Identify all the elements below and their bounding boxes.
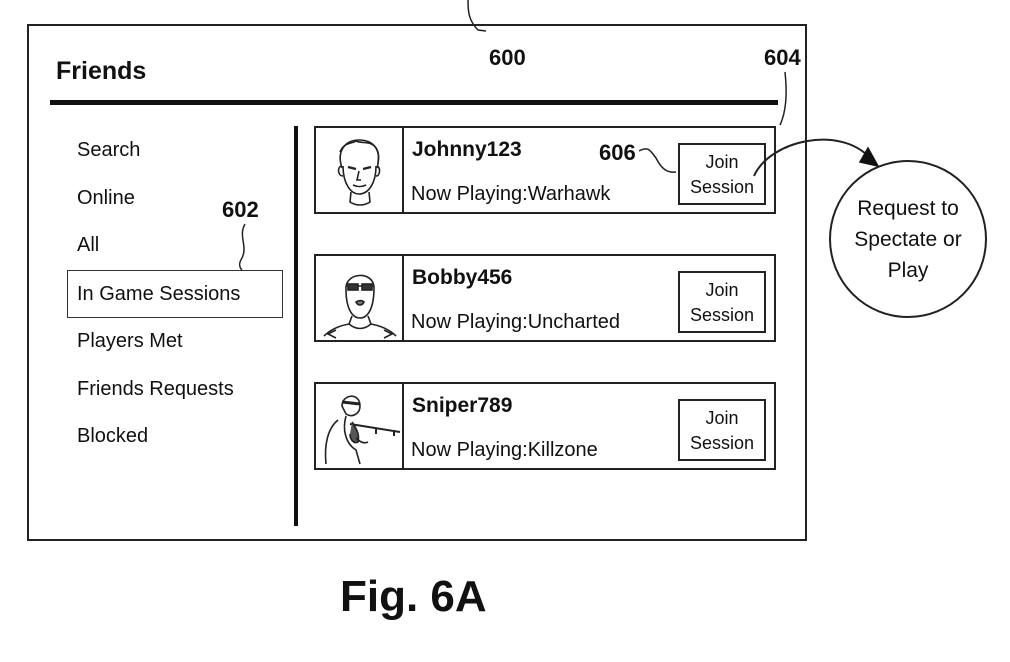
- reference-label-card: 604: [764, 45, 801, 71]
- join-session-button[interactable]: Join Session: [678, 271, 766, 333]
- friend-name: Sniper789: [412, 394, 512, 418]
- sidebar-item-in-game-sessions[interactable]: In Game Sessions: [77, 283, 240, 306]
- friend-card: Sniper789 Now Playing:Killzone Join Sess…: [314, 382, 776, 470]
- sidebar-item-blocked[interactable]: Blocked: [77, 425, 148, 448]
- join-session-label-line2: Session: [680, 175, 764, 200]
- title-divider: [50, 100, 778, 105]
- page-title: Friends: [56, 57, 146, 86]
- friend-name: Bobby456: [412, 266, 512, 290]
- sunglasses-man-portrait-icon: [316, 256, 404, 340]
- join-session-button[interactable]: Join Session: [678, 143, 766, 205]
- now-playing-text: Now Playing:Warhawk: [411, 183, 610, 206]
- join-session-label-line1: Join: [680, 150, 764, 175]
- sidebar-item-friends-requests[interactable]: Friends Requests: [77, 378, 234, 401]
- request-spectate-or-play-node: Request to Spectate or Play: [829, 160, 987, 318]
- face-portrait-icon: [316, 128, 404, 212]
- sidebar-item-online[interactable]: Online: [77, 187, 135, 210]
- join-session-label-line1: Join: [680, 406, 764, 431]
- arrowhead-icon: [860, 148, 878, 166]
- join-session-button[interactable]: Join Session: [678, 399, 766, 461]
- sniper-soldier-icon: [316, 384, 404, 468]
- now-playing-text: Now Playing:Killzone: [411, 439, 598, 462]
- join-session-label-line1: Join: [680, 278, 764, 303]
- figure-caption: Fig. 6A: [340, 572, 487, 622]
- sidebar-divider: [294, 126, 298, 526]
- friend-card: Bobby456 Now Playing:Uncharted Join Sess…: [314, 254, 776, 342]
- now-playing-text: Now Playing:Uncharted: [411, 311, 620, 334]
- friend-card: Johnny123 Now Playing:Warhawk Join Sessi…: [314, 126, 776, 214]
- sidebar-item-search[interactable]: Search: [77, 139, 140, 162]
- reference-label-button: 606: [599, 140, 636, 166]
- join-session-label-line2: Session: [680, 431, 764, 456]
- sidebar-item-all[interactable]: All: [77, 234, 99, 257]
- sidebar-item-players-met[interactable]: Players Met: [77, 330, 183, 353]
- join-session-label-line2: Session: [680, 303, 764, 328]
- reference-label-screen: 600: [489, 45, 526, 71]
- reference-label-selection: 602: [222, 197, 259, 223]
- friend-name: Johnny123: [412, 138, 522, 162]
- request-node-text: Request to Spectate or Play: [848, 193, 968, 286]
